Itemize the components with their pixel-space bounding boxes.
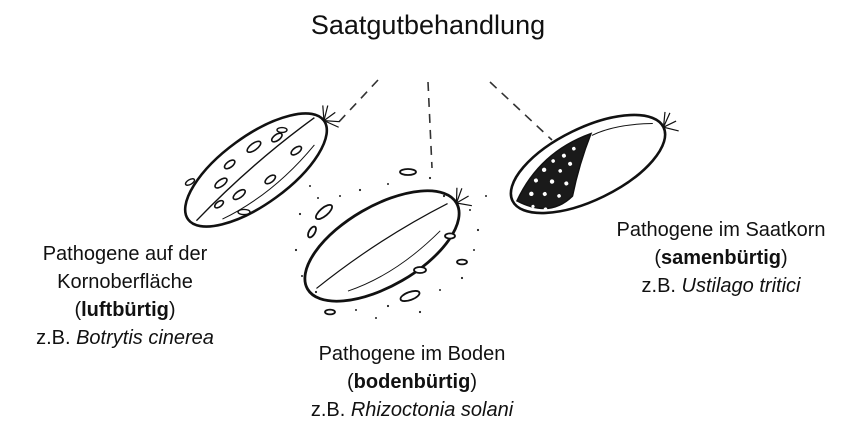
soil-line1: Pathogene im Boden [262,340,562,368]
connector-lines [336,80,552,168]
seed-surface-pathogens [168,85,355,247]
seed-type: samenbürtig [661,247,781,269]
soil-example-prefix: z.B. [311,399,351,421]
connector-line-right [490,82,552,140]
surface-line2: Kornoberfläche [0,268,250,296]
seed-line1: Pathogene im Saatkorn [588,216,854,244]
surface-example-species: Botrytis cinerea [76,327,214,349]
label-soil-pathogens: Pathogene im Boden (bodenbürtig) z.B. Rh… [262,340,562,424]
connector-line-middle [428,82,432,168]
soil-example-species: Rhizoctonia solani [351,399,513,421]
surface-line1: Pathogene auf der [0,240,250,268]
surface-type: luftbürtig [81,299,169,321]
seed-soil-pathogens [288,161,489,323]
connector-line-left [336,80,378,125]
seed-example-prefix: z.B. [642,275,682,297]
surface-example-prefix: z.B. [36,327,76,349]
seed-seedborne-pathogens [497,89,692,233]
soil-type: bodenbürtig [354,371,471,393]
label-seedborne-pathogens: Pathogene im Saatkorn (samenbürtig) z.B.… [588,216,854,300]
label-surface-pathogens: Pathogene auf der Kornoberfläche (luftbü… [0,240,250,352]
seed-example-species: Ustilago tritici [682,275,801,297]
